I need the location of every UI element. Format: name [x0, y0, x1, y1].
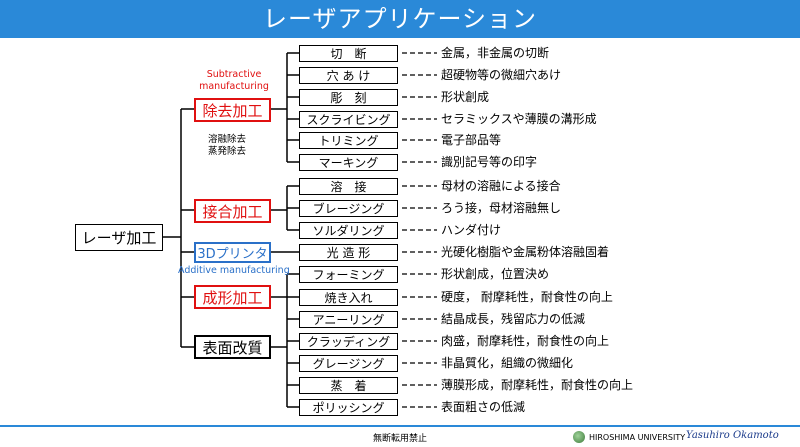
author-signature: Yasuhiro Okamoto	[686, 430, 779, 441]
note-additive: Additive manufacturing	[178, 265, 290, 276]
process-brazing: ブレージング	[299, 200, 398, 217]
process-description: 識別記号等の印字	[441, 155, 538, 169]
process-description: 結晶成長，残留応力の低減	[441, 312, 586, 326]
process-deposition: 蒸 着	[299, 377, 398, 394]
process-description: 母材の溶融による接合	[441, 179, 561, 193]
process-engraving: 彫 刻	[299, 89, 398, 106]
footer-divider	[0, 425, 800, 427]
process-description: 非晶質化，組織の微細化	[441, 356, 574, 370]
process-description: 肉盛，耐摩耗性，耐食性の向上	[441, 334, 610, 348]
process-hardening: 焼き入れ	[299, 289, 398, 306]
process-cladding: クラッディング	[299, 333, 398, 350]
process-trimming: トリミング	[299, 132, 398, 149]
dashed-leaders	[402, 52, 437, 408]
process-description: 表面粗さの低減	[441, 400, 526, 414]
connector-lines	[163, 52, 437, 408]
university-name: HIROSHIMA UNIVERSITY	[589, 432, 686, 442]
process-marking: マーキング	[299, 154, 398, 171]
laser-processing-tree: レーザ加工 除去加工 接合加工 3Dプリンタ 成形加工 表面改質 Subtrac…	[0, 38, 800, 423]
category-forming: 成形加工	[194, 285, 271, 309]
process-glazing: グレージング	[299, 355, 398, 372]
copyright-notice: 無断転用禁止	[372, 434, 427, 444]
category-3d-printer: 3Dプリンタ	[194, 242, 271, 263]
process-description: 形状創成，位置決め	[441, 267, 550, 281]
category-surface-modification: 表面改質	[194, 335, 271, 359]
root-node: レーザ加工	[75, 224, 163, 251]
process-description: ハンダ付け	[441, 223, 502, 237]
process-description: 薄膜形成，耐摩耗性，耐食性の向上	[441, 378, 634, 392]
process-description: 電子部品等	[441, 133, 502, 147]
process-description: 光硬化樹脂や金属粉体溶融固着	[441, 245, 610, 259]
page-title: レーザアプリケーション	[0, 0, 800, 38]
note-subtractive: Subtractive manufacturing	[199, 69, 269, 92]
process-description: 金属，非金属の切断	[441, 46, 550, 60]
process-description: 超硬物等の微細穴あけ	[441, 68, 562, 82]
process-description: セラミックスや薄膜の溝形成	[441, 112, 597, 126]
process-description: ろう接，母材溶融無し	[441, 201, 562, 215]
process-description: 形状創成	[441, 90, 490, 104]
process-cutting: 切 断	[299, 45, 398, 62]
note-removal-types: 溶融除去 蒸発除去	[208, 134, 247, 157]
process-soldering: ソルダリング	[299, 222, 398, 239]
process-annealing: アニーリング	[299, 311, 398, 328]
process-description: 硬度， 耐摩耗性，耐食性の向上	[441, 290, 613, 304]
process-polishing: ポリッシング	[299, 399, 398, 416]
category-joining: 接合加工	[194, 199, 271, 223]
university-brand: HIROSHIMA UNIVERSITY	[573, 431, 685, 443]
process-welding: 溶 接	[299, 178, 398, 195]
process-forming: フォーミング	[299, 266, 398, 283]
category-removal: 除去加工	[194, 98, 271, 122]
university-logo-icon	[573, 431, 585, 443]
footer: 無断転用禁止 HIROSHIMA UNIVERSITY Yasuhiro Oka…	[0, 427, 800, 447]
process-stereolithography: 光 造 形	[299, 244, 398, 261]
process-drilling: 穴 あ け	[299, 67, 398, 84]
process-scribing: スクライビング	[299, 111, 398, 128]
